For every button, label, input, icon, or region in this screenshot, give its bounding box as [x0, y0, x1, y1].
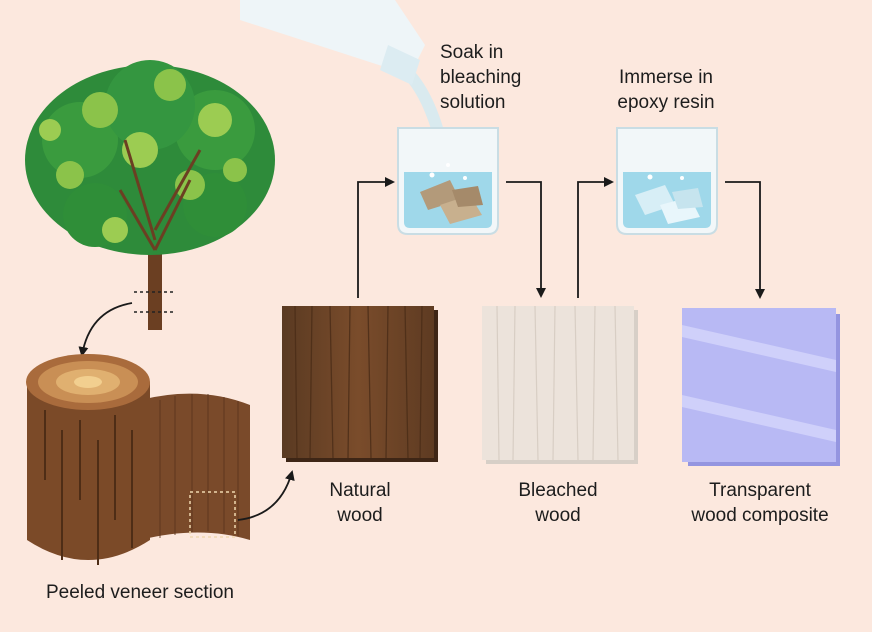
- bleached-wood-block: [482, 305, 638, 464]
- veneer-label: Peeled veneer section: [45, 582, 234, 603]
- arrow-immerse-to-transparent: [725, 181, 765, 299]
- immerse-label: Immerse in epoxy resin: [617, 67, 715, 113]
- transparent-wood-block: [682, 308, 840, 466]
- arrow-natural-to-soak: [357, 177, 395, 298]
- transparent-wood-label: Transparent wood composite: [691, 480, 829, 526]
- arrow-veneer-to-natural: [237, 470, 295, 521]
- arrow-bleached-to-immerse: [577, 177, 614, 298]
- arrow-tree-to-log: [78, 302, 133, 357]
- natural-wood-block: [282, 305, 438, 462]
- natural-wood-label: Natural wood: [329, 480, 391, 526]
- tree-icon: [25, 60, 275, 330]
- log-icon: [26, 354, 250, 565]
- beaker-bleach: [397, 127, 499, 235]
- beaker-resin: [616, 127, 718, 235]
- soak-label: Soak in bleaching solution: [440, 42, 522, 113]
- arrow-soak-to-bleached: [506, 181, 546, 298]
- sample-square: [189, 491, 236, 538]
- bleached-wood-label: Bleached wood: [518, 480, 598, 526]
